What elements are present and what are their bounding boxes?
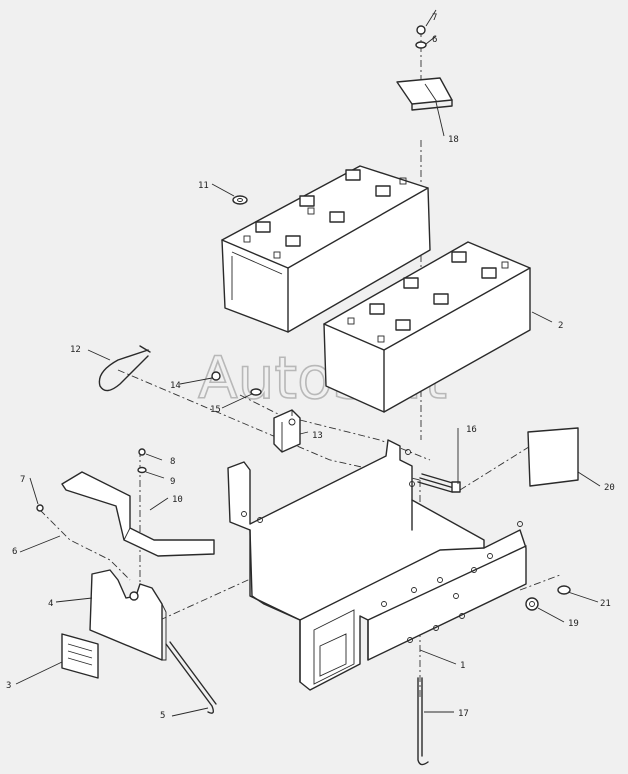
bracket-plate-part-10 [61,471,215,557]
battery-front-part-2 [323,241,531,413]
washer-part-11 [232,195,248,205]
top-washer-part-6 [415,41,427,49]
callout-6-top: 6 [432,35,437,45]
top-nut-part-7 [416,25,426,35]
washer-part-9 [137,466,147,474]
callout-9: 9 [170,477,175,487]
callout-3: 3 [6,681,11,691]
nut-part-14 [211,371,221,381]
callout-7-top: 7 [432,13,437,23]
callout-16: 16 [466,425,477,435]
hold-down-bar-part-18 [396,77,453,111]
callout-19: 19 [568,619,579,629]
callout-17: 17 [458,709,469,719]
callout-4: 4 [48,599,53,609]
callout-2: 2 [558,321,563,331]
battery-box-part-1 [227,439,527,691]
plate-part-20 [527,427,579,487]
hook-bolt-part-12 [98,345,151,392]
cover-plate-part-4 [89,569,167,661]
callout-5: 5 [160,711,165,721]
washer-part-15 [250,388,262,396]
callout-12: 12 [70,345,81,355]
nut-part-19 [525,597,539,611]
callout-21: 21 [600,599,611,609]
callout-11: 11 [198,181,209,191]
callout-15: 15 [210,405,221,415]
callout-13: 13 [312,431,323,441]
callout-20: 20 [604,483,615,493]
callout-10: 10 [172,495,183,505]
callout-18: 18 [448,135,459,145]
j-bolt-part-17 [417,677,429,766]
screw-part-8 [138,448,146,456]
washer-part-21 [557,585,571,595]
bolt-part-16 [417,473,461,493]
label-part-3 [61,633,99,679]
screw-part-7 [36,504,44,512]
battery-rear [221,165,431,333]
callout-1: 1 [460,661,465,671]
callout-7-left: 7 [20,475,25,485]
callout-6-left: 6 [12,547,17,557]
callout-labels: 7 6 18 11 2 12 14 15 13 16 20 8 9 10 7 6… [6,13,615,721]
callout-14: 14 [170,381,181,391]
callout-8: 8 [170,457,175,467]
leader-lines [15,9,601,717]
rod-part-5 [165,641,217,714]
clamp-block-part-13 [273,409,301,453]
